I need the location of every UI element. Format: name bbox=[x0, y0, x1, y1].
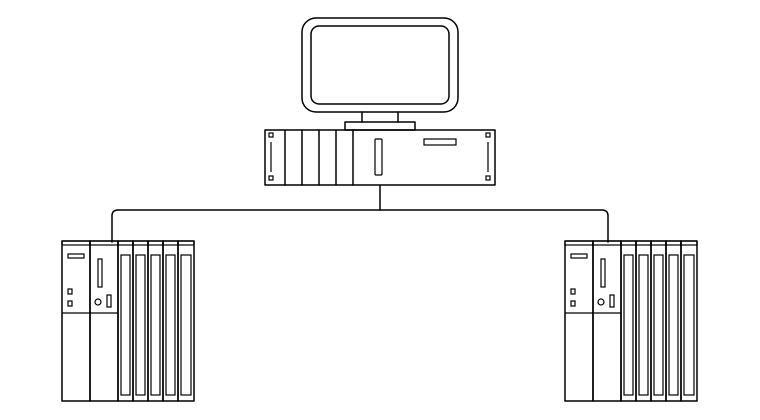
network-bus bbox=[111, 185, 609, 243]
io-module bbox=[620, 240, 637, 402]
monitor-icon bbox=[301, 17, 459, 131]
io-module bbox=[147, 240, 164, 402]
io-module bbox=[132, 240, 149, 402]
io-module bbox=[665, 240, 682, 402]
io-module bbox=[650, 240, 667, 402]
io-module bbox=[680, 240, 698, 402]
plc-rack-icon bbox=[564, 240, 698, 402]
plc-rack-left bbox=[61, 240, 195, 402]
io-module bbox=[635, 240, 652, 402]
bus-horizontal bbox=[111, 209, 609, 243]
plc-rack-right bbox=[564, 240, 698, 402]
plc-rack-icon bbox=[61, 240, 195, 402]
io-module bbox=[117, 240, 134, 402]
computer-workstation-icon bbox=[264, 17, 496, 186]
computer-base-unit-icon bbox=[264, 129, 496, 186]
io-module bbox=[162, 240, 179, 402]
io-module bbox=[177, 240, 195, 402]
